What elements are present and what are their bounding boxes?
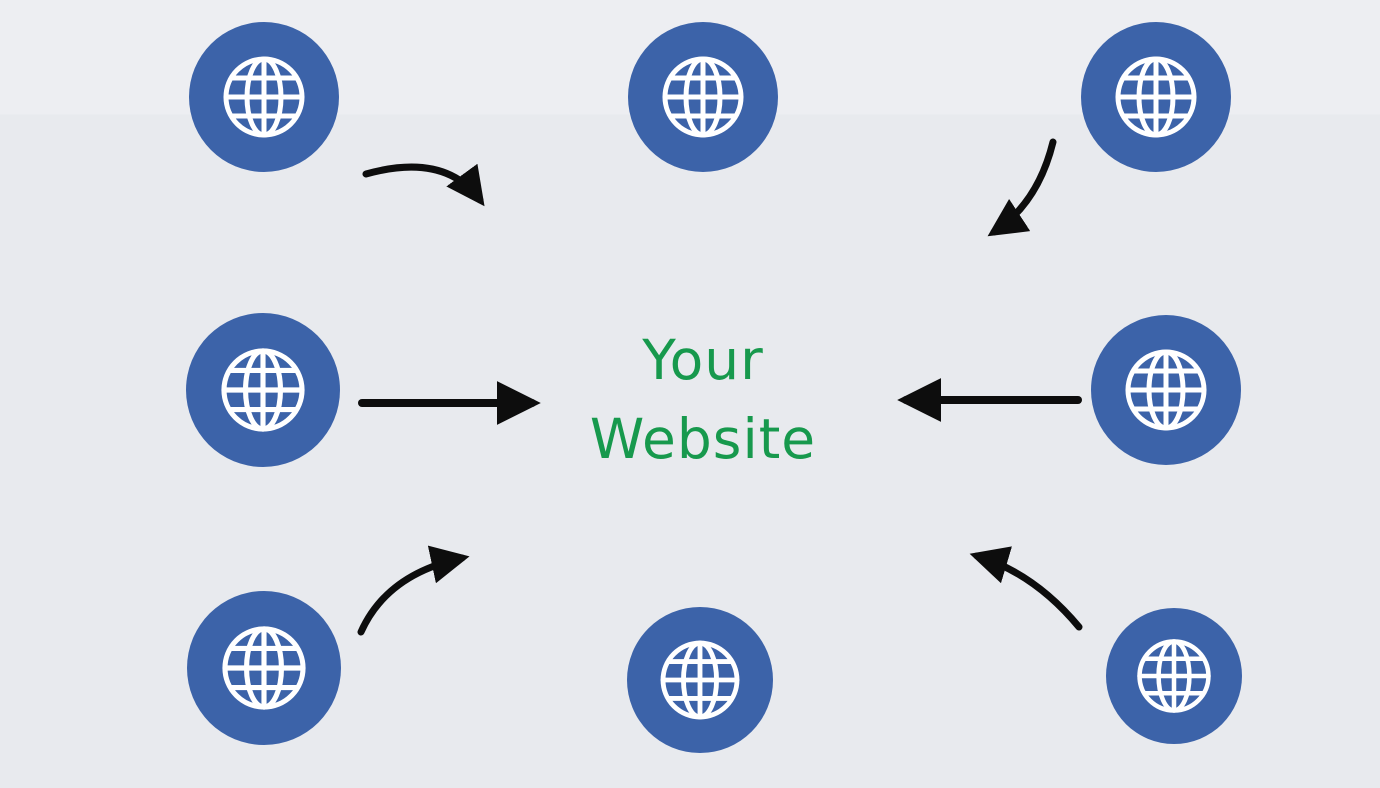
website-globe-icon — [186, 313, 340, 467]
center-website-label-line1: Your — [642, 327, 764, 392]
website-globe-icon — [1106, 608, 1242, 744]
website-globe-icon — [628, 22, 778, 172]
arrow-bottom-left-to-center — [357, 545, 470, 636]
website-globe-icon — [627, 607, 773, 753]
center-website-label-line2: Website — [589, 407, 817, 471]
website-globe-icon — [187, 591, 341, 745]
arrow-bottom-right-to-center — [969, 546, 1083, 631]
arrow-top-left-to-center — [362, 163, 485, 207]
website-globe-icon — [189, 22, 339, 172]
arrow-top-right-to-center — [987, 138, 1057, 237]
website-globe-icon — [1081, 22, 1231, 172]
website-globe-icon — [1091, 315, 1241, 465]
center-website-label: Your Website — [590, 321, 816, 479]
